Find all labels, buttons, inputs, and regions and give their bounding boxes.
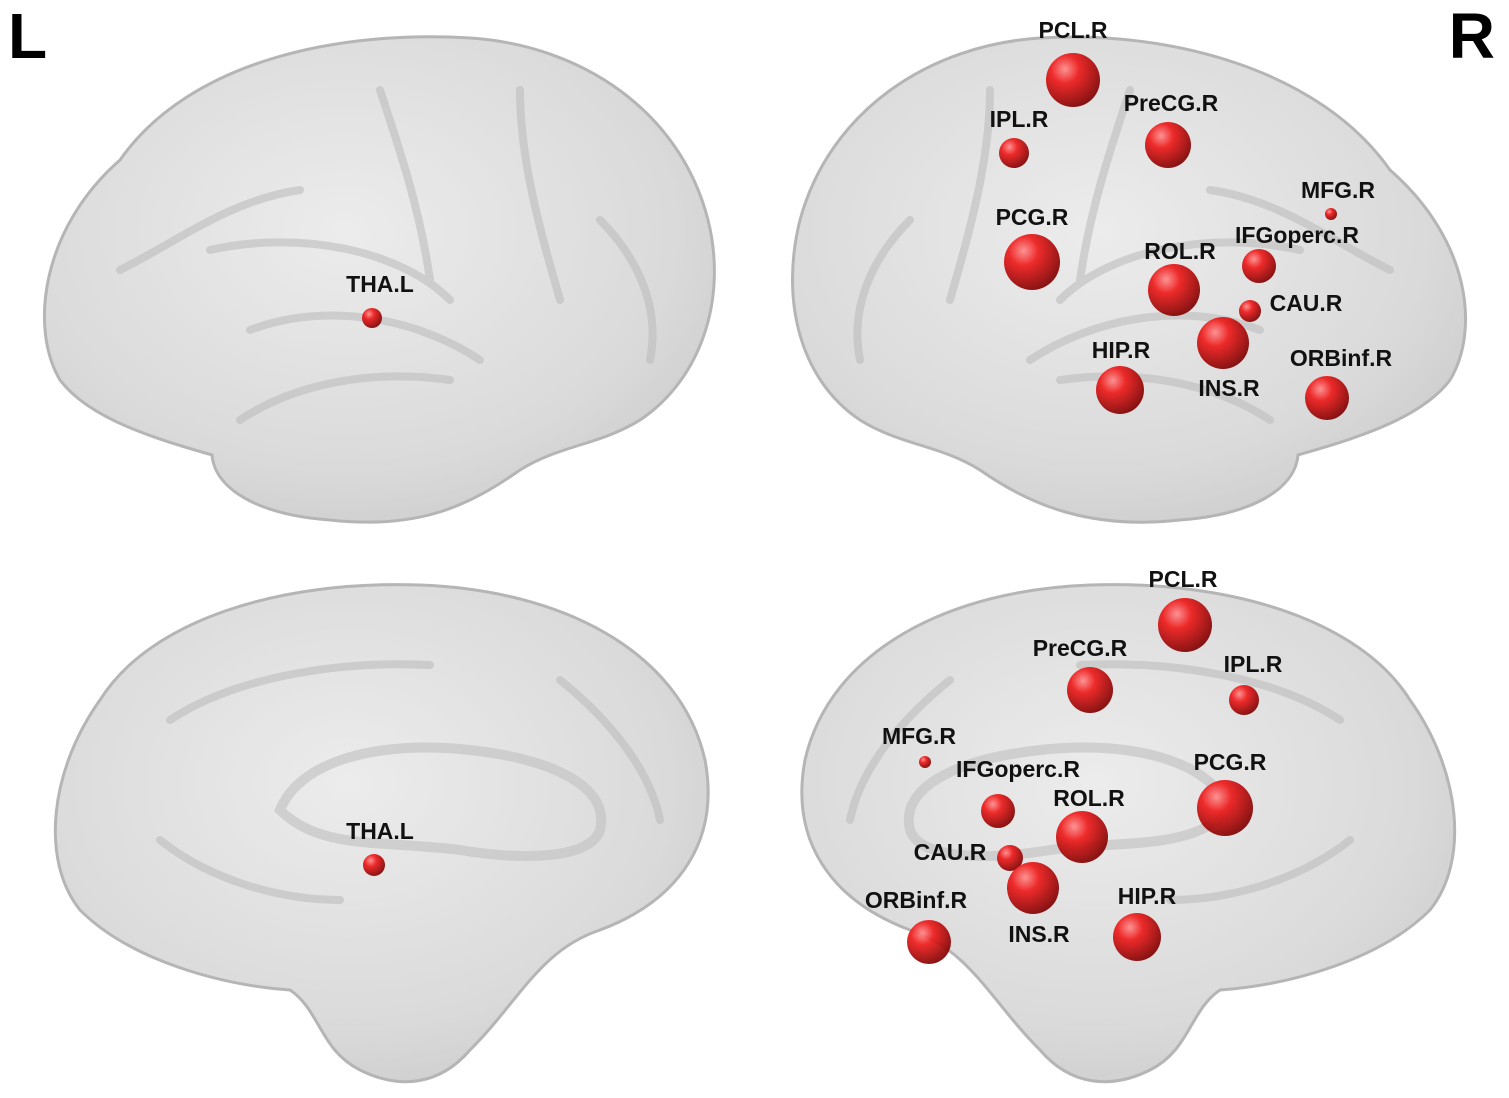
node-right-lateral-cau-r [1239, 300, 1261, 322]
node-right-lateral-ins-r [1197, 317, 1249, 369]
node-group-left-medial: THA.L [346, 818, 414, 876]
node-right-medial-ifgoperc-r [981, 794, 1015, 828]
node-right-medial-ipl-r [1229, 685, 1259, 715]
node-right-lateral-mfg-r [1325, 208, 1337, 220]
node-right-lateral-ipl-r [999, 138, 1029, 168]
node-label-right-medial-mfg-r: MFG.R [882, 723, 956, 749]
hemisphere-label-right: R [1448, 0, 1495, 72]
node-right-lateral-precg-r [1145, 122, 1191, 168]
node-label-right-lateral-precg-r: PreCG.R [1124, 90, 1219, 116]
node-right-medial-ins-r [1007, 862, 1059, 914]
node-label-right-lateral-ifgoperc-r: IFGoperc.R [1235, 222, 1359, 248]
node-label-right-medial-pcl-r: PCL.R [1149, 566, 1218, 592]
node-right-medial-mfg-r [919, 756, 931, 768]
node-right-lateral-orbinf-r [1305, 376, 1349, 420]
node-label-left-medial-tha-l: THA.L [346, 818, 414, 844]
node-right-medial-orbinf-r [907, 920, 951, 964]
node-right-medial-precg-r [1067, 667, 1113, 713]
node-right-medial-cau-r [997, 845, 1023, 871]
node-right-lateral-ifgoperc-r [1242, 249, 1276, 283]
node-group-right-lateral: PCL.R PreCG.R IPL.R MFG.R PCG.R IFGoperc.R ROL… [990, 17, 1393, 420]
node-left-medial-tha-l [363, 854, 385, 876]
node-label-right-medial-ipl-r: IPL.R [1224, 651, 1283, 677]
brain-right-medial [800, 583, 1457, 1084]
node-label-right-medial-hip-r: HIP.R [1118, 883, 1177, 909]
node-label-right-lateral-pcl-r: PCL.R [1039, 17, 1108, 43]
brain-left-lateral [43, 35, 716, 524]
node-label-right-lateral-rol-r: ROL.R [1144, 238, 1216, 264]
node-label-left-lateral-tha-l: THA.L [346, 271, 414, 297]
node-label-right-lateral-orbinf-r: ORBinf.R [1290, 345, 1393, 371]
node-right-lateral-rol-r [1148, 264, 1200, 316]
node-left-lateral-tha-l [362, 308, 382, 328]
node-label-right-lateral-cau-r: CAU.R [1270, 290, 1343, 316]
node-right-medial-pcg-r [1197, 780, 1253, 836]
node-label-right-medial-pcg-r: PCG.R [1194, 749, 1267, 775]
node-label-right-medial-cau-r: CAU.R [914, 839, 987, 865]
node-label-right-lateral-pcg-r: PCG.R [996, 204, 1069, 230]
node-right-medial-pcl-r [1158, 598, 1212, 652]
node-right-medial-rol-r [1056, 811, 1108, 863]
brain-right-lateral [791, 35, 1467, 524]
node-right-medial-hip-r [1113, 913, 1161, 961]
brain-left-medial [53, 583, 710, 1084]
node-right-lateral-pcg-r [1004, 234, 1060, 290]
node-right-lateral-pcl-r [1046, 53, 1100, 107]
node-label-right-medial-rol-r: ROL.R [1053, 785, 1125, 811]
node-group-left-lateral: THA.L [346, 271, 414, 328]
node-right-lateral-hip-r [1096, 366, 1144, 414]
hemisphere-label-left: L [8, 0, 48, 72]
node-label-right-medial-precg-r: PreCG.R [1033, 635, 1128, 661]
node-label-right-medial-orbinf-r: ORBinf.R [865, 887, 968, 913]
node-label-right-lateral-ipl-r: IPL.R [990, 106, 1049, 132]
node-label-right-lateral-mfg-r: MFG.R [1301, 177, 1375, 203]
node-label-right-lateral-hip-r: HIP.R [1092, 337, 1151, 363]
node-label-right-medial-ifgoperc-r: IFGoperc.R [956, 756, 1080, 782]
node-label-right-medial-ins-r: INS.R [1008, 921, 1070, 947]
node-label-right-lateral-ins-r: INS.R [1198, 375, 1260, 401]
